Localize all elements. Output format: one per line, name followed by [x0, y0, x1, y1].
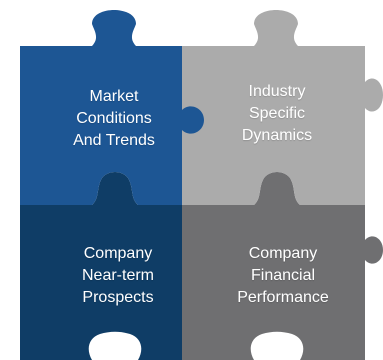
- label-line: And Trends: [73, 132, 155, 149]
- label-line: Conditions: [76, 110, 152, 127]
- label-line: Market: [89, 88, 139, 105]
- label-line: Performance: [237, 289, 329, 306]
- label-line: Industry: [248, 83, 306, 100]
- label-near-term-prospects: Company Near-term Prospects: [48, 243, 188, 309]
- label-line: Near-term: [81, 267, 154, 284]
- label-line: Dynamics: [241, 127, 313, 144]
- label-market-conditions: Market Conditions And Trends: [44, 86, 184, 152]
- label-line: Specific: [248, 105, 306, 122]
- puzzle-piece-top-right: [160, 10, 383, 205]
- puzzle-piece-top-left: [20, 10, 204, 205]
- label-line: Company: [248, 245, 318, 262]
- label-financial-performance: Company Financial Performance: [213, 243, 353, 309]
- label-industry-dynamics: Industry Specific Dynamics: [207, 81, 347, 147]
- label-line: Prospects: [82, 289, 154, 306]
- label-line: Company: [83, 245, 153, 262]
- label-line: Financial: [250, 267, 316, 284]
- puzzle-piece-bottom-right: [182, 172, 383, 360]
- puzzle-piece-bottom-left: [20, 172, 182, 360]
